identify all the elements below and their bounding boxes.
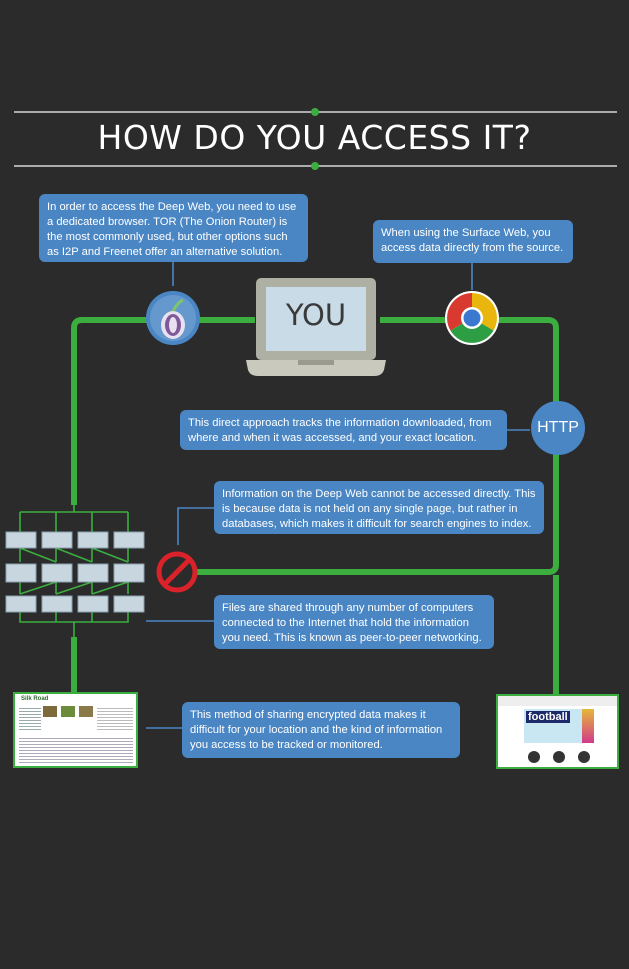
tor-path (71, 317, 255, 505)
network-lines (19, 505, 129, 637)
silk-road-logo: Silk Road (21, 696, 49, 702)
page-title: HOW DO YOU ACCESS IT? (97, 118, 532, 157)
http-label: HTTP (537, 419, 579, 436)
block-icon (156, 551, 198, 593)
title-bottom-dot (311, 162, 319, 170)
peer-to-peer-bubble: Files are shared through any number of c… (214, 595, 494, 649)
laptop-you-label: YOU (285, 298, 347, 332)
deep-web-bubble: Information on the Deep Web cannot be ac… (214, 481, 544, 534)
laptop (246, 278, 386, 376)
title-top-dot (311, 108, 319, 116)
direct-approach-bubble: This direct approach tracks the informat… (180, 410, 507, 450)
football-logo: football (526, 711, 570, 723)
connector-lines (146, 262, 530, 729)
chrome-icon (445, 291, 499, 345)
encrypted-sharing-bubble: This method of sharing encrypted data ma… (182, 702, 460, 758)
silk-road-screenshot: Silk Road (13, 692, 138, 768)
http-circle (531, 401, 585, 455)
network-computers (5, 531, 145, 613)
football-site-screenshot: football (496, 694, 619, 769)
tor-icon (146, 291, 200, 345)
surface-web-bubble: When using the Surface Web, you access d… (373, 220, 573, 263)
tor-bubble: In order to access the Deep Web, you nee… (39, 194, 308, 262)
